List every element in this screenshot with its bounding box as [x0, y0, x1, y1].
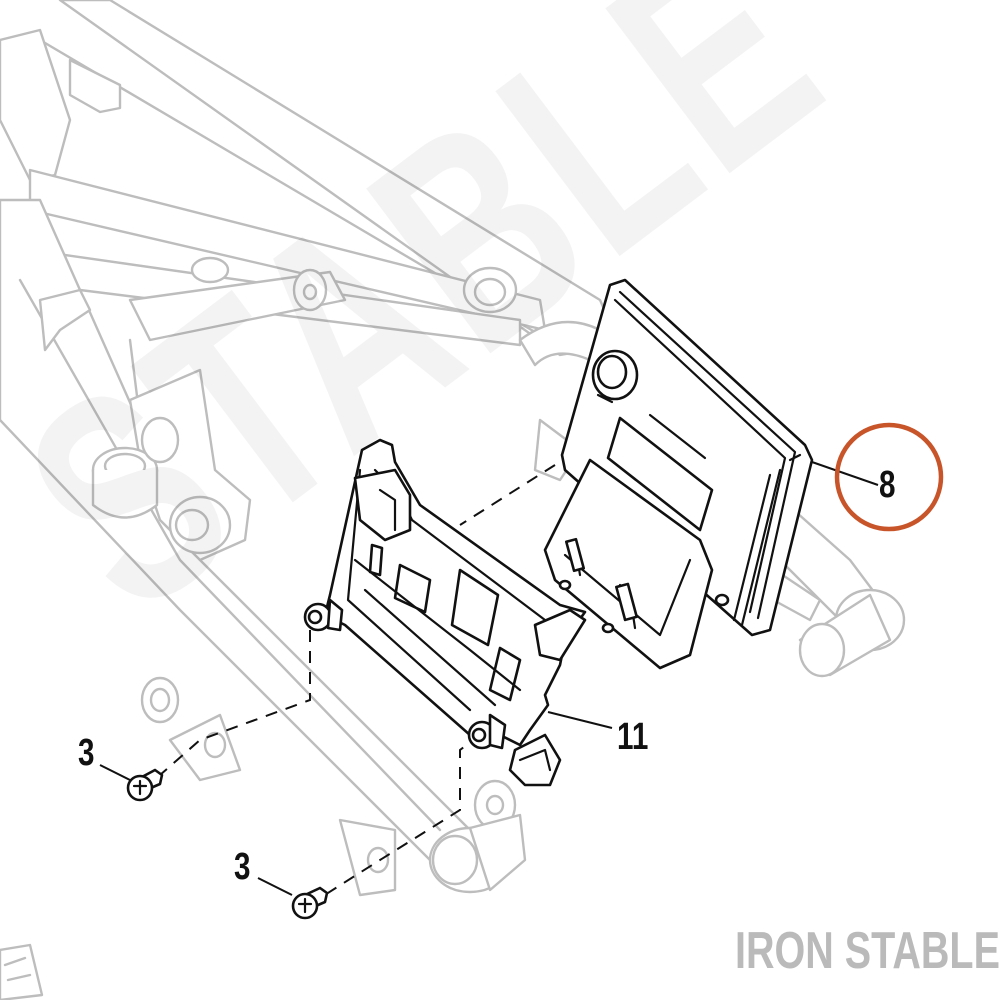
- callout-label-3-lower: 3: [234, 846, 251, 888]
- callout-label-3-upper: 3: [78, 732, 95, 774]
- highlight-ring: [834, 422, 944, 532]
- ecu-module: [543, 278, 814, 670]
- assembly-dash-lines: [159, 464, 556, 899]
- mounting-bracket: [303, 438, 587, 787]
- brand-logo-text: IRON STABLE: [735, 922, 1000, 980]
- screw-upper: [126, 768, 164, 802]
- leader-lines: [99, 461, 879, 896]
- motorcycle-frame: [0, 0, 906, 1002]
- callout-label-11: 11: [617, 716, 649, 758]
- callout-label-8: 8: [879, 464, 896, 506]
- screw-lower: [291, 886, 329, 920]
